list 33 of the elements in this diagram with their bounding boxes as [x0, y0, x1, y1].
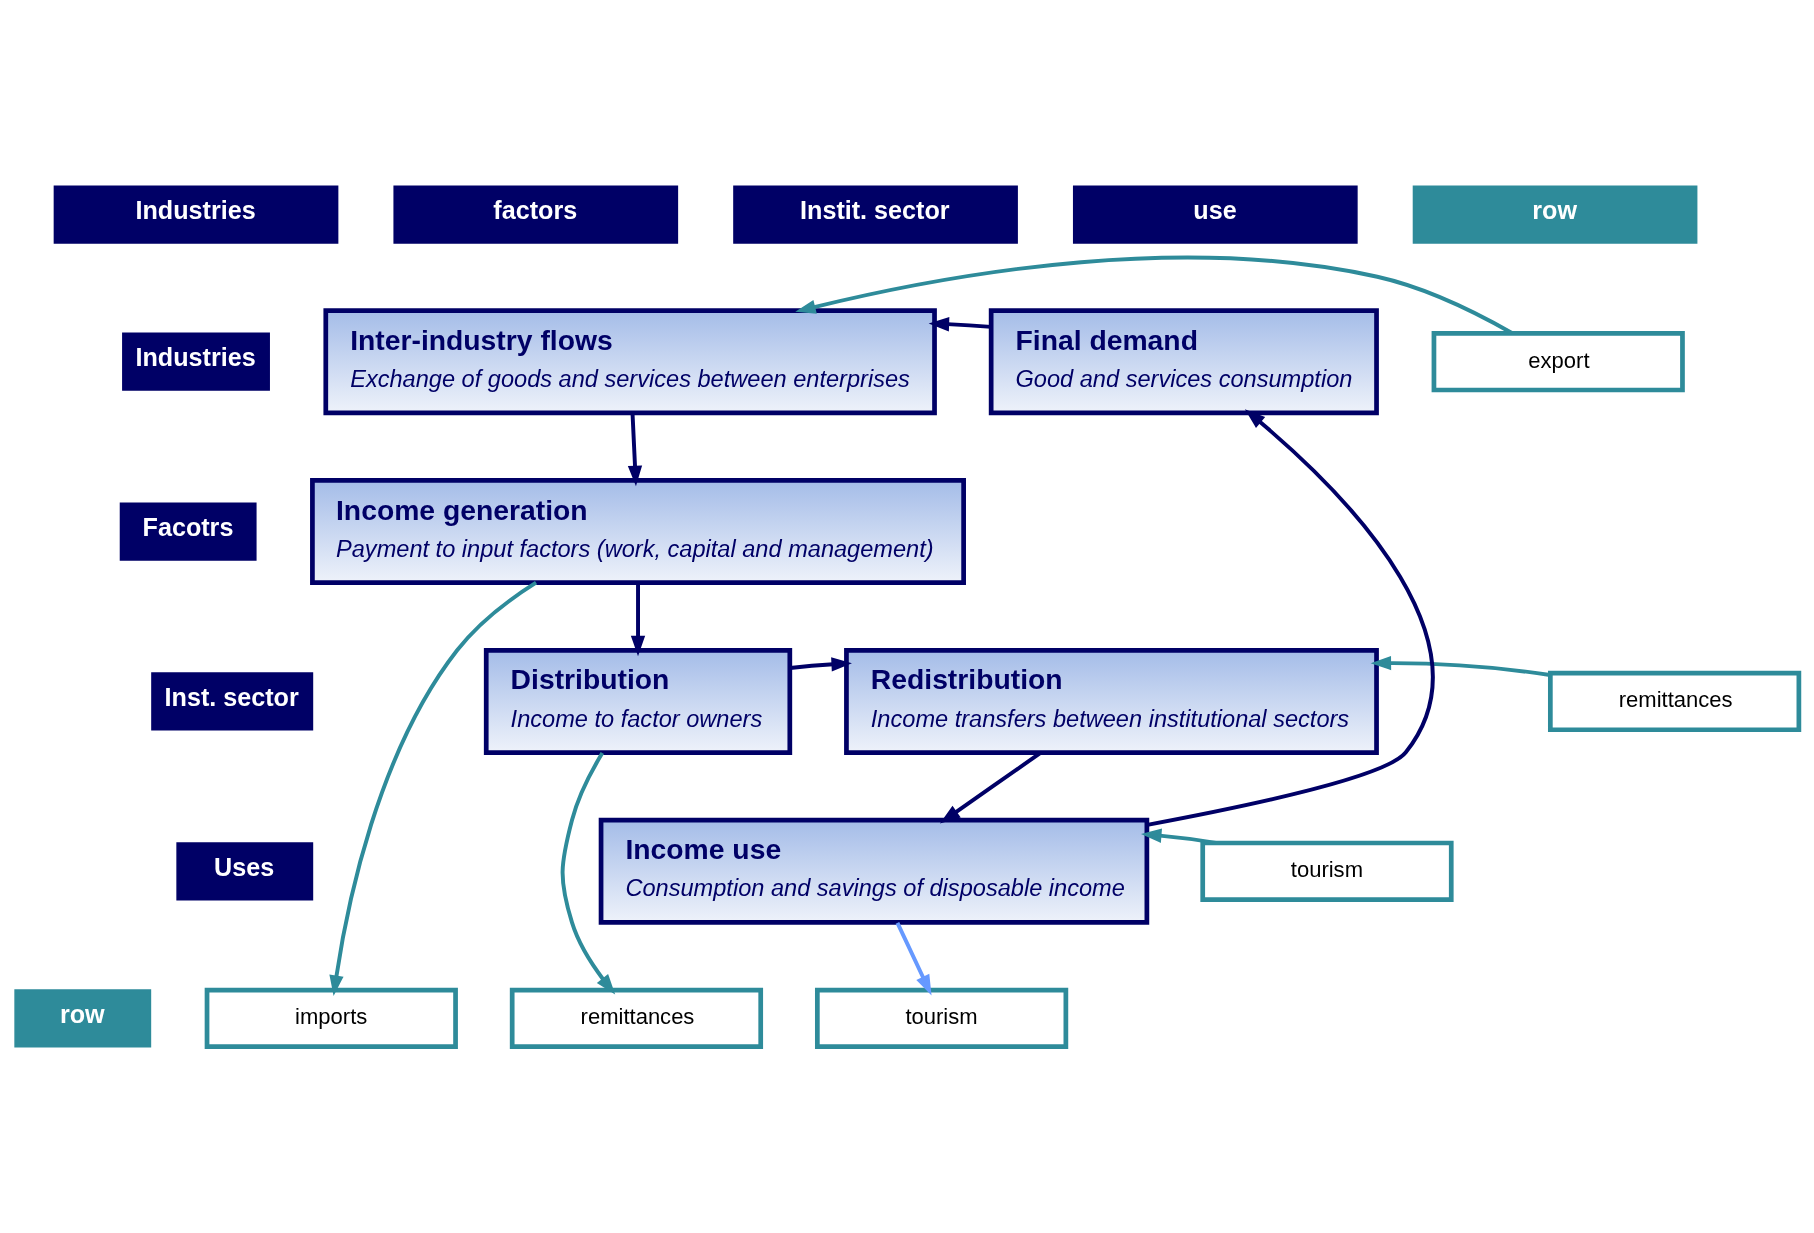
arrow	[329, 581, 538, 996]
node-box: use	[1072, 185, 1358, 244]
arrow	[795, 255, 1513, 335]
node-box: remittances	[1548, 670, 1802, 733]
arrow	[1141, 828, 1217, 845]
node-box: remittances	[509, 987, 764, 1050]
arrow	[1147, 409, 1435, 827]
node-box: row	[14, 989, 152, 1048]
node-box: Income use Consumption and savings of disposable income	[598, 817, 1150, 925]
node-box: Income generation Payment to input factors (work, capital and management)	[310, 478, 966, 586]
node-box: Industries	[53, 185, 339, 244]
node-box: Instit. sector	[733, 185, 1018, 244]
arrow	[928, 317, 992, 332]
node-box: Final demand Good and services consumption	[988, 308, 1379, 416]
node-box: Redistribution Income transfers between institutional sectors	[844, 647, 1379, 755]
node-box: export	[1431, 331, 1685, 393]
node-box: Inst. sector	[151, 672, 314, 731]
node-box: row	[1412, 185, 1698, 244]
arrow	[789, 657, 852, 672]
arrow	[630, 582, 646, 657]
arrow	[1370, 655, 1551, 677]
arrow	[627, 412, 643, 487]
node-box: Inter-industry flows Exchange of goods and services between enterprises	[323, 308, 937, 416]
node-box: Uses	[176, 842, 314, 901]
node-box: Industries	[122, 332, 270, 391]
node-box: tourism	[1200, 840, 1454, 902]
node-box: Facotrs	[119, 502, 257, 561]
node-box: factors	[393, 185, 679, 244]
arrow	[560, 752, 616, 995]
arrow	[895, 922, 932, 996]
node-box: Distribution Income to factor owners	[483, 647, 793, 755]
node-box: tourism	[815, 987, 1069, 1050]
node-box: imports	[204, 987, 458, 1050]
